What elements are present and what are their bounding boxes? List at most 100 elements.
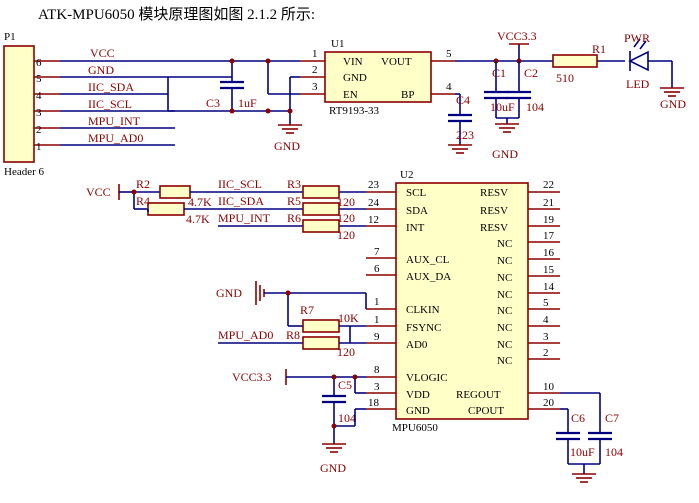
header-pin-5: 5 <box>36 73 42 85</box>
junction <box>131 189 137 195</box>
header-body <box>3 45 35 163</box>
capacitor-c7: C7 104 <box>588 411 623 464</box>
r7-ref: R7 <box>300 303 314 317</box>
u2-num-22: 22 <box>543 179 554 191</box>
u2-num-1b: 1 <box>374 314 380 326</box>
junction <box>331 423 337 429</box>
u1-pin-bp: BP <box>401 89 414 101</box>
u1-num-1: 1 <box>312 48 318 60</box>
u2-num-10: 10 <box>543 381 555 393</box>
led-label: LED <box>626 77 650 91</box>
u2-pin-resv-22: RESV <box>480 187 508 199</box>
capacitor-c4: C4 223 <box>448 93 474 154</box>
c6-ref: C6 <box>571 411 585 425</box>
u2-pin-aux-da: AUX_DA <box>406 271 451 283</box>
net-mpu-ad0-label: MPU_AD0 <box>88 131 143 145</box>
u2-ref: U2 <box>400 169 413 181</box>
u2-pin-int: INT <box>406 222 425 234</box>
u2-pin-vlogic: VLOGIC <box>406 372 448 384</box>
u2-num-21: 21 <box>543 197 554 209</box>
u2-right-pin-numbers: 22 21 19 17 16 15 14 5 4 3 2 10 20 <box>543 179 555 409</box>
pwr-label: PWR <box>624 31 650 45</box>
u2-num-14: 14 <box>543 281 555 293</box>
u1-pin-vin: VIN <box>343 56 363 68</box>
u2-body <box>395 182 529 420</box>
u2-num-3: 3 <box>374 381 380 393</box>
u2-pin-nc-3: NC <box>497 339 512 351</box>
u1-num-3: 3 <box>312 81 318 93</box>
regulator-u1: U1 RT9193-33 VIN GND EN VOUT BP 1 2 3 5 … <box>300 38 455 117</box>
u2-pin-nc-4: NC <box>497 322 512 334</box>
u2-pin-nc-2: NC <box>497 355 512 367</box>
r4-ref: R4 <box>136 194 150 208</box>
resistor-r7: R7 10K <box>300 303 366 333</box>
header-p1: P1 Header 6 6 5 4 3 2 1 VCC GND IIC_SDA <box>3 31 300 178</box>
vcc-rail-pullups: VCC <box>86 184 160 210</box>
r2-value: 4.7K <box>188 195 212 209</box>
u1-num-4: 4 <box>446 81 452 93</box>
mpu6050-u2: U2 MPU6050 <box>392 169 529 434</box>
u2-pin-nc-15: NC <box>497 272 512 284</box>
header-pin-2: 2 <box>36 124 42 136</box>
gnd-label-led: GND <box>660 97 686 111</box>
c7-ref: C7 <box>605 411 619 425</box>
u2-left-pin-numbers: 23 24 12 7 6 1 1 9 8 3 18 <box>368 179 380 409</box>
u2-pin-sda: SDA <box>406 205 428 217</box>
r1-value: 510 <box>556 71 574 85</box>
u2-num-12: 12 <box>368 214 379 226</box>
r8-ref: R8 <box>286 328 300 342</box>
u2-num-15: 15 <box>543 264 555 276</box>
resistor-r2: R2 4.7K <box>136 177 212 209</box>
u2-num-24: 24 <box>368 197 380 209</box>
regout-cpout-wiring <box>560 392 601 433</box>
u1-pin-vout: VOUT <box>381 56 412 68</box>
vcc-label-left: VCC <box>86 185 111 199</box>
capacitor-c5: C5 104 <box>322 378 356 426</box>
r6-ref: R6 <box>287 211 301 225</box>
resistor-r6: R6 120 <box>287 211 355 242</box>
net-iic-scl-label: IIC_SCL <box>88 97 132 111</box>
u1-pin-gnd: GND <box>343 72 367 84</box>
resistor-r3: R3 120 <box>287 177 355 209</box>
header-pin-1: 1 <box>36 141 42 153</box>
gnd-label-c5: GND <box>320 461 346 475</box>
ground-symbol-c5: GND <box>320 443 346 475</box>
u2-pin-resv-19: RESV <box>480 222 508 234</box>
c1-ref: C1 <box>492 66 506 80</box>
net-mpu-int-u2: MPU_INT <box>218 211 271 225</box>
c4-value: 223 <box>456 128 474 142</box>
u2-pin-nc-16: NC <box>497 255 512 267</box>
c6-value: 10uF <box>570 445 595 459</box>
c3-value: 1uF <box>238 96 257 110</box>
figure-caption: ATK-MPU6050 模块原理图如图 2.1.2 所示: <box>38 6 315 23</box>
header-pin-3: 3 <box>36 107 42 119</box>
u2-num-16: 16 <box>543 247 555 259</box>
u2-pin-regout: REGOUT <box>456 389 501 401</box>
u1-part: RT9193-33 <box>329 105 380 117</box>
u2-num-5: 5 <box>543 297 549 309</box>
net-mpu-ad0-u2: MPU_AD0 <box>218 328 273 342</box>
u2-num-18: 18 <box>368 397 380 409</box>
u2-pin-scl: SCL <box>406 187 426 199</box>
u1-input-wiring <box>267 61 300 125</box>
junction <box>229 108 235 114</box>
r4-value: 4.7K <box>186 212 210 226</box>
junction <box>331 374 337 380</box>
gnd-clkin-symbol: GND <box>216 281 367 327</box>
capacitor-c6: C6 10uF <box>556 411 595 464</box>
led-pwr: PWR LED <box>624 31 650 91</box>
u2-left-pin-lines <box>366 191 396 410</box>
c2-value: 104 <box>526 100 544 114</box>
r7-value: 10K <box>338 311 359 325</box>
u2-num-19: 19 <box>543 214 555 226</box>
u1-pin-en: EN <box>343 89 358 101</box>
net-vcc-label: VCC <box>90 46 115 60</box>
u2-right-pins: RESV RESV RESV NC NC NC NC NC NC NC NC R… <box>456 187 512 417</box>
u2-pin-aux-cl: AUX_CL <box>406 254 450 266</box>
vcc33-label-u2: VCC3.3 <box>232 370 272 384</box>
c1-value: 10uF <box>490 100 515 114</box>
u2-num-3r: 3 <box>543 331 549 343</box>
c3-ref: C3 <box>206 96 220 110</box>
u1-body <box>324 51 432 103</box>
u2-pin-vdd: VDD <box>406 389 430 401</box>
